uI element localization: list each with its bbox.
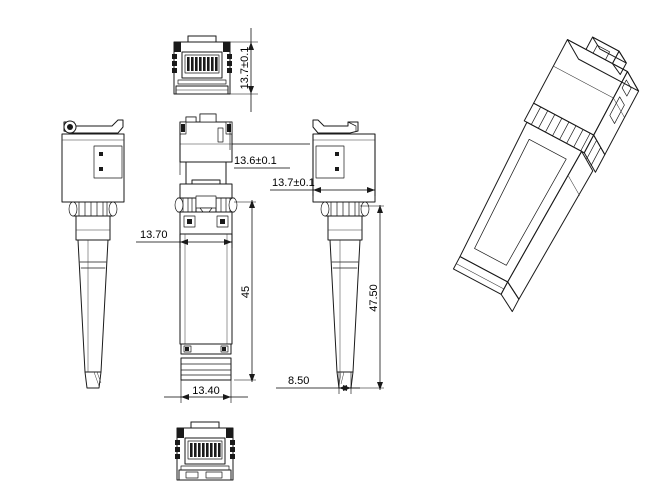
dim-label-center-body-width: 13.70: [140, 229, 168, 241]
strain-relief-coil-right: [320, 201, 370, 217]
dimension-center-base-width: 13.40: [164, 380, 248, 403]
dim-label-boot-tip-width: 8.50: [288, 375, 309, 387]
dim-label-top-height: 13.7±0.1: [239, 47, 251, 90]
top-view: [172, 35, 232, 95]
dim-label-center-base-width: 13.40: [192, 385, 220, 397]
dimension-center-width-tol: 13.6±0.1: [179, 122, 310, 175]
right-side-view: [312, 119, 376, 389]
strain-relief-coil-left: [68, 201, 118, 217]
strain-relief-coil-iso: [523, 102, 606, 173]
dimension-center-length: 45: [234, 200, 256, 382]
contact-pins-bottom: [190, 443, 221, 457]
dim-label-right-length: 47.50: [368, 284, 380, 312]
dimension-right-length: 47.50: [350, 205, 384, 390]
dim-label-center-length: 45: [240, 286, 252, 298]
bottom-view: [175, 421, 235, 481]
dimension-boot-tip-width: 8.50: [276, 372, 360, 394]
front-view: [174, 113, 238, 381]
left-side-view: [61, 119, 125, 389]
isometric-view: [452, 36, 640, 313]
dimension-center-body-width: 13.70: [136, 229, 233, 248]
dim-label-center-width-tol: 13.6±0.1: [234, 155, 277, 167]
dimension-top-height: 13.7±0.1: [230, 28, 258, 112]
dimension-right-width-tol: 13.7±0.1: [270, 134, 376, 196]
contact-pins-top: [187, 57, 218, 71]
dim-label-right-width-tol: 13.7±0.1: [272, 177, 315, 189]
